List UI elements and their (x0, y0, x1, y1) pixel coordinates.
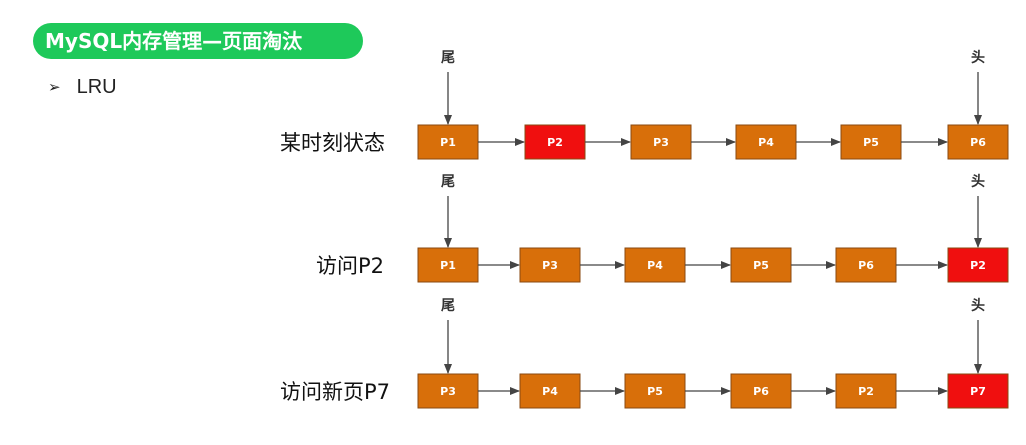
page-node-label: P4 (542, 385, 558, 398)
page-node-label: P1 (440, 259, 456, 272)
head-label: 头 (971, 173, 985, 190)
lru-row-3: 访问新页P7 尾 头 P3 P4 P5 P6 P2 P7 (280, 297, 1009, 409)
bullet-item-lru: ➢ LRU (48, 74, 117, 100)
page-node-p1 (417, 247, 479, 283)
page-node-p3 (630, 124, 692, 160)
page-node-label: P5 (753, 259, 769, 272)
page-node-p1 (417, 124, 479, 160)
page-node-label: P6 (970, 136, 986, 149)
page-node-label: P1 (440, 136, 456, 149)
page-node-label: P6 (753, 385, 769, 398)
page-node-p6 (835, 247, 897, 283)
page-node-p4 (735, 124, 797, 160)
page-node-p4 (624, 247, 686, 283)
tail-label: 尾 (441, 174, 455, 190)
page-node-label: P4 (647, 259, 663, 272)
page-node-p2 (835, 373, 897, 409)
page-node-p5 (624, 373, 686, 409)
head-label: 头 (971, 49, 985, 66)
page-node-p6 (947, 124, 1009, 160)
row-label: 某时刻状态 (280, 131, 385, 155)
page-node-label: P6 (858, 259, 874, 272)
page-node-label: P5 (863, 136, 879, 149)
page-node-p6 (730, 373, 792, 409)
page-node-label: P7 (970, 385, 986, 398)
tail-label: 尾 (441, 298, 455, 314)
lru-row-1: 某时刻状态 尾 头 P1 P2 P3 P4 P5 P6 (280, 49, 1009, 160)
page-node-label: P2 (547, 136, 563, 149)
page-node-p3 (417, 373, 479, 409)
page-node-p2 (947, 247, 1009, 283)
page-node-label: P2 (970, 259, 986, 272)
arrow-bullet-icon: ➢ (48, 79, 61, 96)
page-node-p5 (840, 124, 902, 160)
lru-row-2: 访问P2 尾 头 P1 P3 P4 P5 P6 P2 (316, 173, 1009, 283)
page-node-label: P3 (542, 259, 558, 272)
tail-label: 尾 (441, 50, 455, 66)
page-node-label: P3 (440, 385, 456, 398)
page-node-p7 (947, 373, 1009, 409)
page-title: MySQL内存管理—页面淘汰 (33, 23, 363, 59)
page-node-p3 (519, 247, 581, 283)
head-label: 头 (971, 297, 985, 314)
page-node-p5 (730, 247, 792, 283)
bullet-text: LRU (76, 75, 117, 98)
page-node-label: P4 (758, 136, 774, 149)
page-node-label: P5 (647, 385, 663, 398)
page-node-label: P2 (858, 385, 874, 398)
row-label: 访问新页P7 (280, 380, 390, 404)
row-label: 访问P2 (316, 254, 384, 278)
page-node-p4 (519, 373, 581, 409)
page-node-label: P3 (653, 136, 669, 149)
